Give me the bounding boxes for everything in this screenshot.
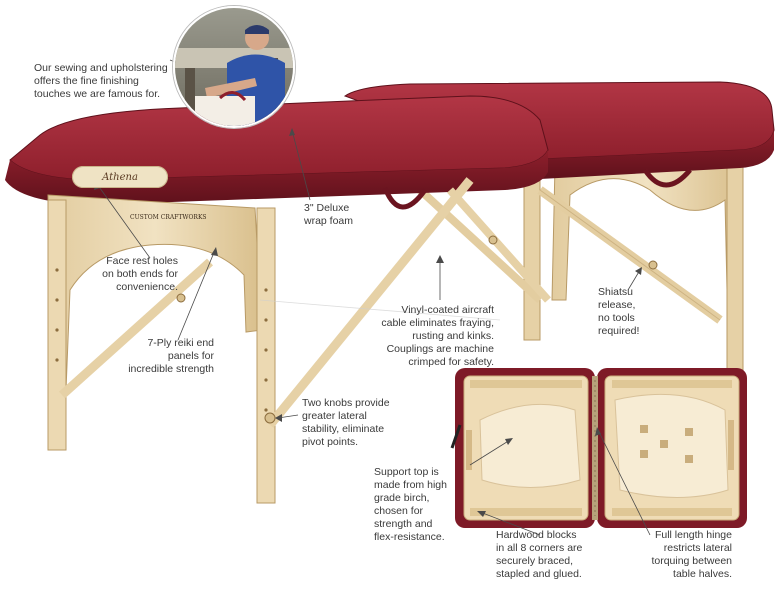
- panel-logo-text: Custom Craftworks: [130, 214, 207, 221]
- callout-cable: Vinyl-coated aircraft cable eliminates f…: [381, 304, 494, 368]
- folded-table-inset: [450, 368, 747, 528]
- table-legs-front: [47, 177, 658, 504]
- callout-reiki: 7-Ply reiki end panels for incredible st…: [128, 337, 214, 375]
- callout-knobs: Two knobs provide greater lateral stabil…: [302, 397, 390, 448]
- callout-foam: 3" Deluxe wrap foam: [304, 202, 354, 227]
- brand-nameplate-text: Athena: [102, 171, 138, 183]
- leader-lines: [94, 59, 651, 536]
- callout-hardwood: Hardwood blocks in all 8 corners are sec…: [496, 529, 583, 580]
- callout-face-rest: Face rest holes on both ends for conveni…: [102, 255, 178, 293]
- callout-hinge: Full length hinge restricts lateral torq…: [651, 529, 732, 580]
- craftsman-photo: [173, 6, 295, 128]
- brand-nameplate: Athena: [72, 166, 168, 188]
- table-legs-rear: [417, 149, 744, 371]
- callout-sewing: Our sewing and upholstering offers the f…: [34, 62, 168, 100]
- table-top-left-half: [5, 95, 549, 210]
- callout-shiatsu: Shiatsu release, no tools required!: [598, 286, 640, 337]
- panel-logo: Custom Craftworks: [130, 214, 207, 221]
- callout-support-top: Support top is made from high grade birc…: [374, 466, 447, 543]
- craftsman-photo-drawing: [175, 8, 293, 126]
